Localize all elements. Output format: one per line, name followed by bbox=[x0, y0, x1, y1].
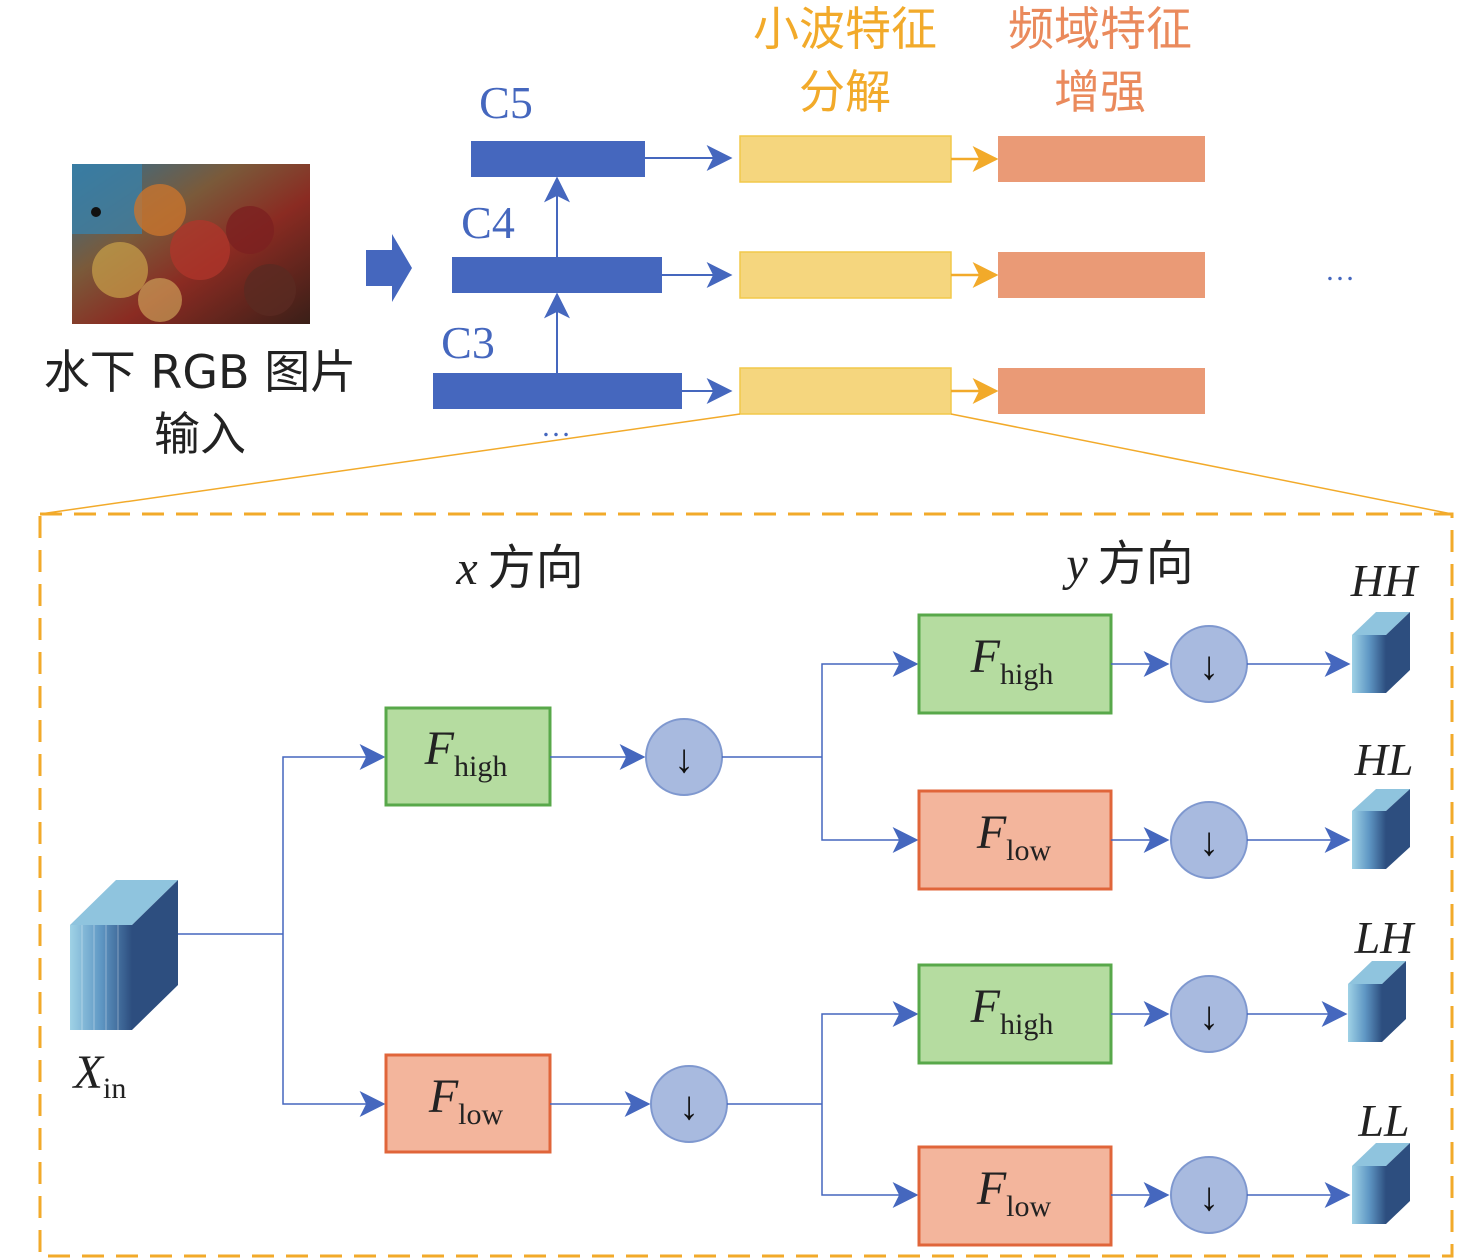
freq-box-c5 bbox=[998, 136, 1205, 182]
y-high-filter-1: Fhigh bbox=[917, 613, 1113, 715]
y-low-filter-1: Flow bbox=[917, 789, 1113, 891]
branch-x-high bbox=[282, 744, 386, 934]
detail-panel bbox=[38, 512, 1454, 1258]
x-low-filter: Flow bbox=[384, 1053, 552, 1154]
freq-title-line1: 频域特征 bbox=[1008, 2, 1192, 56]
y-high-filter-2: Fhigh bbox=[917, 963, 1113, 1065]
output-label-hl: HL bbox=[1354, 734, 1414, 785]
output-label-ll: LL bbox=[1357, 1095, 1409, 1146]
downsample-x-high: ↓ bbox=[645, 718, 723, 796]
right-ellipsis: … bbox=[1325, 254, 1355, 287]
downsample-ll: ↓ bbox=[1170, 1156, 1248, 1234]
output-label-hh: HH bbox=[1350, 555, 1420, 606]
downsample-x-low: ↓ bbox=[650, 1065, 728, 1143]
output-cube-hl bbox=[1352, 789, 1410, 869]
branch-x-low bbox=[282, 934, 386, 1117]
zoom-line-right bbox=[950, 413, 1453, 515]
pyramid-bottom-ellipsis: … bbox=[541, 410, 571, 443]
svg-text:Fhigh: Fhigh bbox=[424, 722, 508, 783]
freq-box-c3 bbox=[998, 368, 1205, 414]
freq-title-line2: 增强 bbox=[1054, 65, 1146, 119]
svg-text:↓: ↓ bbox=[1199, 1174, 1219, 1219]
input-tensor-cube bbox=[70, 880, 178, 1030]
svg-text:Flow: Flow bbox=[428, 1070, 504, 1131]
feature-bar-c5 bbox=[471, 141, 645, 177]
branch-lh bbox=[821, 1001, 919, 1104]
level-label-c4: C4 bbox=[461, 197, 515, 248]
input-label-line1: 水下 RGB 图片 bbox=[44, 345, 356, 399]
downsample-hl: ↓ bbox=[1170, 801, 1248, 879]
svg-text:↓: ↓ bbox=[679, 1083, 699, 1128]
wavelet-box-c5 bbox=[739, 135, 952, 183]
svg-text:Flow: Flow bbox=[976, 806, 1052, 867]
input-tensor-label: Xin bbox=[72, 1046, 127, 1105]
wavelet-title-line1: 小波特征 bbox=[753, 2, 937, 56]
level-label-c5: C5 bbox=[479, 77, 533, 128]
input-flow-arrow bbox=[366, 234, 412, 302]
wavelet-title-line2: 分解 bbox=[799, 65, 891, 119]
level-label-c3: C3 bbox=[441, 317, 495, 368]
svg-text:Fhigh: Fhigh bbox=[970, 980, 1054, 1041]
freq-box-c4 bbox=[998, 252, 1205, 298]
feature-bar-c3 bbox=[433, 373, 682, 409]
svg-text:↓: ↓ bbox=[1199, 993, 1219, 1038]
output-label-lh: LH bbox=[1354, 912, 1417, 963]
branch-hh bbox=[821, 651, 919, 757]
output-cube-lh bbox=[1348, 961, 1406, 1042]
output-cube-ll bbox=[1352, 1143, 1410, 1224]
wavelet-box-c4 bbox=[739, 251, 952, 299]
wavelet-box-c3 bbox=[739, 367, 952, 415]
svg-text:Flow: Flow bbox=[976, 1162, 1052, 1223]
input-label-line2: 输入 bbox=[154, 407, 246, 461]
svg-text:↓: ↓ bbox=[1199, 819, 1219, 864]
downsample-hh: ↓ bbox=[1170, 625, 1248, 703]
svg-text:Fhigh: Fhigh bbox=[970, 630, 1054, 691]
x-high-filter: Fhigh bbox=[384, 706, 552, 807]
svg-text:↓: ↓ bbox=[1199, 643, 1219, 688]
y-low-filter-2: Flow bbox=[917, 1145, 1113, 1247]
underwater-input-image bbox=[72, 164, 310, 324]
zoom-line-left bbox=[39, 413, 741, 515]
downsample-lh: ↓ bbox=[1170, 975, 1248, 1053]
svg-text:↓: ↓ bbox=[674, 736, 694, 781]
branch-ll bbox=[821, 1104, 919, 1208]
output-cube-hh bbox=[1352, 612, 1410, 693]
branch-hl bbox=[821, 757, 919, 853]
feature-bar-c4 bbox=[452, 257, 662, 293]
